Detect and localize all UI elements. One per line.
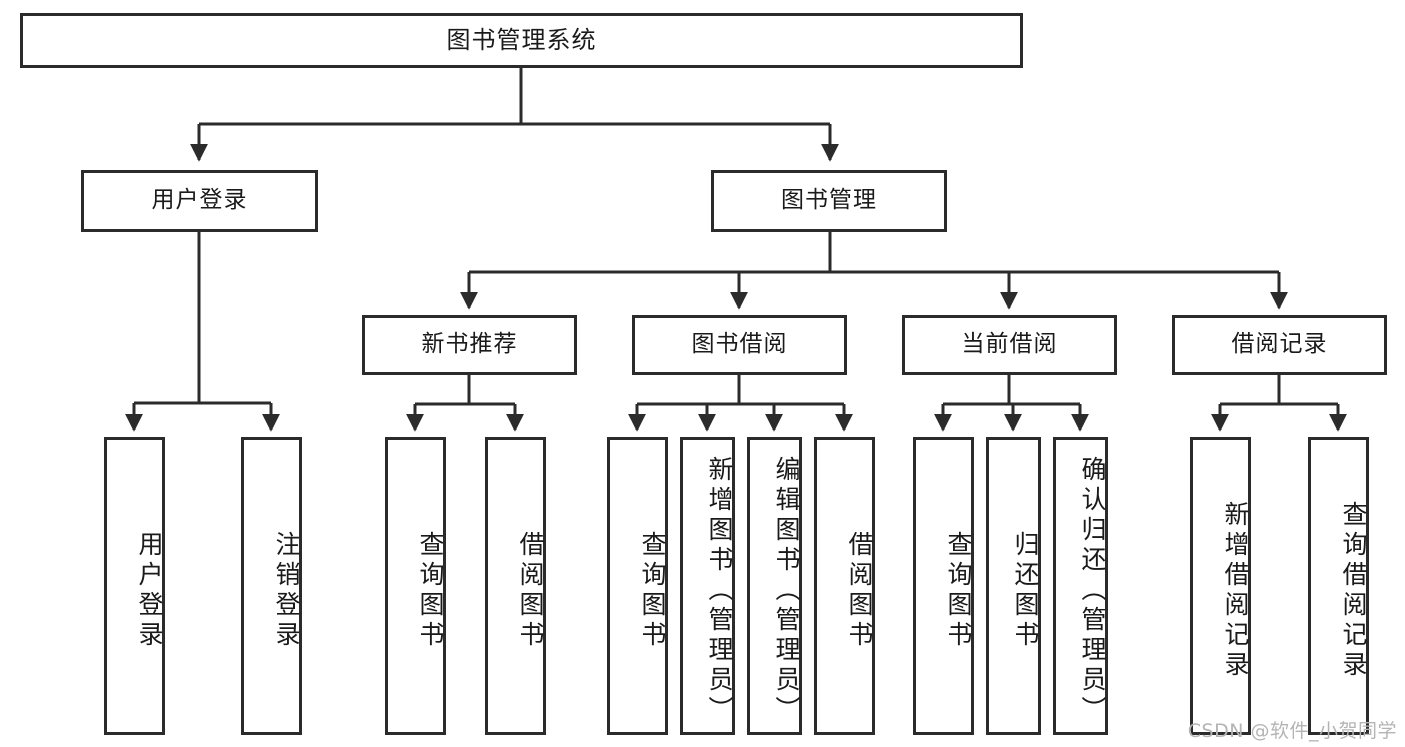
node-leaf-logout-label: 注销登录 xyxy=(272,531,301,651)
node-leaf-return-book-label: 归还图书 xyxy=(1011,531,1040,651)
node-leaf-query-book-2-label: 查询图书 xyxy=(638,531,667,651)
node-borrow-record[interactable]: 借阅记录 xyxy=(1172,315,1387,375)
node-leaf-add-book-label: 新增图书（管理员） xyxy=(705,456,734,726)
node-leaf-add-record-label: 新增借阅记录 xyxy=(1221,501,1250,681)
node-leaf-query-book-2[interactable]: 查询图书 xyxy=(607,437,668,735)
node-current-borrow[interactable]: 当前借阅 xyxy=(902,315,1117,375)
node-leaf-user-login[interactable]: 用户登录 xyxy=(104,437,165,735)
node-leaf-logout[interactable]: 注销登录 xyxy=(241,437,302,735)
node-leaf-edit-book-label: 编辑图书（管理员） xyxy=(772,456,801,726)
node-leaf-confirm-return[interactable]: 确认归还（管理员） xyxy=(1053,437,1108,735)
node-root-label: 图书管理系统 xyxy=(446,26,597,55)
node-root[interactable]: 图书管理系统 xyxy=(20,13,1023,68)
node-leaf-query-record-label: 查询借阅记录 xyxy=(1339,501,1368,681)
node-leaf-borrow-book-2-label: 借阅图书 xyxy=(845,531,874,651)
node-new-book-recommend[interactable]: 新书推荐 xyxy=(362,315,577,375)
node-new-book-recommend-label: 新书推荐 xyxy=(421,331,518,358)
node-leaf-query-book-1[interactable]: 查询图书 xyxy=(385,437,446,735)
node-leaf-borrow-book-2[interactable]: 借阅图书 xyxy=(814,437,875,735)
csdn-watermark: CSDN @软件_小贺同学 xyxy=(1187,720,1397,742)
node-leaf-query-record[interactable]: 查询借阅记录 xyxy=(1308,437,1369,735)
node-leaf-edit-book[interactable]: 编辑图书（管理员） xyxy=(747,437,802,735)
node-leaf-add-record[interactable]: 新增借阅记录 xyxy=(1190,437,1251,735)
node-current-borrow-label: 当前借阅 xyxy=(961,331,1058,358)
node-book-manage[interactable]: 图书管理 xyxy=(711,170,947,232)
node-leaf-query-book-3-label: 查询图书 xyxy=(944,531,973,651)
node-leaf-borrow-book-1-label: 借阅图书 xyxy=(516,531,545,651)
node-user-login-label: 用户登录 xyxy=(151,187,248,214)
node-leaf-borrow-book-1[interactable]: 借阅图书 xyxy=(485,437,546,735)
node-leaf-return-book[interactable]: 归还图书 xyxy=(986,437,1041,735)
node-borrow-record-label: 借阅记录 xyxy=(1231,331,1328,358)
node-leaf-query-book-3[interactable]: 查询图书 xyxy=(913,437,974,735)
node-leaf-confirm-return-label: 确认归还（管理员） xyxy=(1078,456,1107,726)
node-book-borrow[interactable]: 图书借阅 xyxy=(632,315,847,375)
node-book-borrow-label: 图书借阅 xyxy=(691,331,788,358)
node-book-manage-label: 图书管理 xyxy=(781,187,877,214)
node-leaf-user-login-label: 用户登录 xyxy=(135,531,164,651)
node-leaf-add-book[interactable]: 新增图书（管理员） xyxy=(680,437,735,735)
node-leaf-query-book-1-label: 查询图书 xyxy=(416,531,445,651)
node-user-login[interactable]: 用户登录 xyxy=(81,170,318,232)
